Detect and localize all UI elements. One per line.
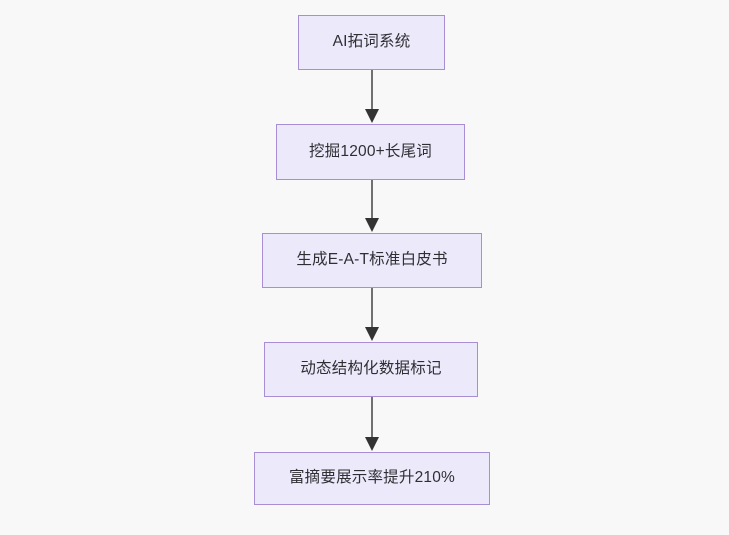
flow-node-label: 富摘要展示率提升210% <box>288 469 456 487</box>
flow-node-label: 动态结构化数据标记 <box>300 360 442 378</box>
connector-arrow-2-3 <box>360 180 384 233</box>
flow-node-ai-keyword-system[interactable]: AI拓词系统 <box>298 15 445 70</box>
flow-node-label: AI拓词系统 <box>332 33 411 51</box>
connector-arrow-3-4 <box>360 288 384 342</box>
flow-node-rich-snippet-impression-lift[interactable]: 富摘要展示率提升210% <box>254 452 490 505</box>
flow-node-mine-longtail-keywords[interactable]: 挖掘1200+长尾词 <box>276 124 465 180</box>
flow-node-label: 挖掘1200+长尾词 <box>308 142 433 160</box>
flow-node-label: 生成E-A-T标准白皮书 <box>296 251 448 269</box>
connector-arrow-1-2 <box>360 70 384 124</box>
flow-node-dynamic-structured-data-markup[interactable]: 动态结构化数据标记 <box>264 342 478 397</box>
connector-arrow-4-5 <box>360 397 384 452</box>
flow-node-generate-eat-whitepaper[interactable]: 生成E-A-T标准白皮书 <box>262 233 482 288</box>
